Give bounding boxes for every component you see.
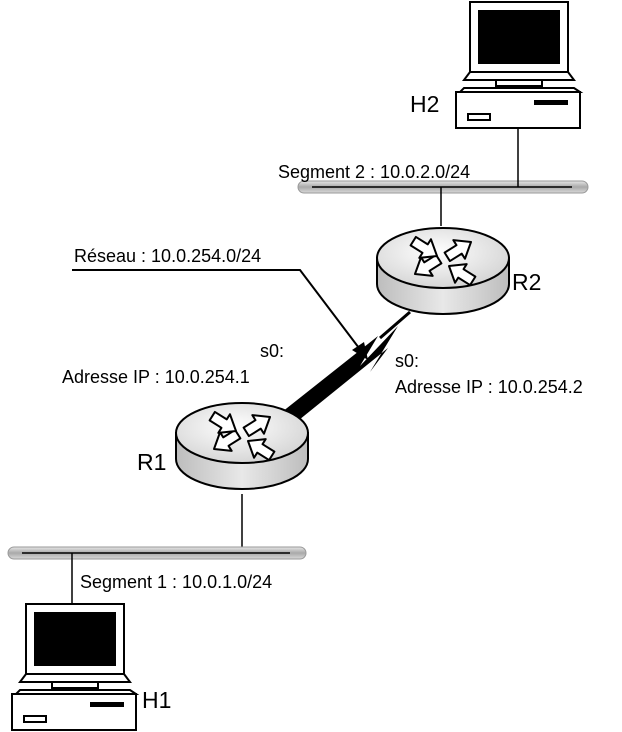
wan-leader-arrow (72, 269, 368, 360)
r2-label: R2 (512, 269, 541, 295)
router-r2 (377, 228, 509, 314)
serial-link-r2 (379, 310, 411, 340)
r2-interface-label: s0: (395, 351, 419, 371)
h1-label: H1 (142, 687, 171, 713)
host-h1 (11, 603, 137, 731)
router-r1 (176, 403, 308, 489)
r1-ip-label: Adresse IP : 10.0.254.1 (62, 367, 250, 387)
host-h2 (455, 1, 581, 129)
h2-label: H2 (410, 91, 439, 117)
r2-ip-label: Adresse IP : 10.0.254.2 (395, 377, 583, 397)
segment1-label: Segment 1 : 10.0.1.0/24 (80, 572, 272, 592)
serial-link (282, 326, 398, 424)
segment2-bus (297, 180, 589, 194)
r1-interface-label: s0: (260, 341, 284, 361)
segment2-label: Segment 2 : 10.0.2.0/24 (278, 162, 470, 182)
segment1-bus (7, 546, 307, 560)
r1-label: R1 (137, 449, 166, 475)
wan-label: Réseau : 10.0.254.0/24 (74, 246, 261, 266)
